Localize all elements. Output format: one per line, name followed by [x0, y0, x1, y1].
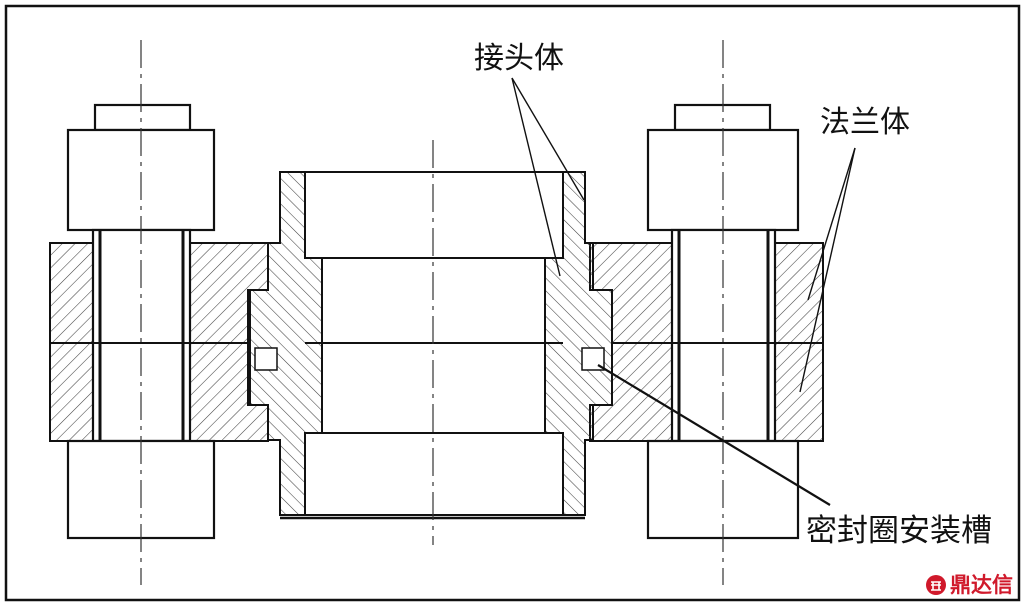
center-lines	[140, 40, 724, 585]
brand-seal-icon	[926, 575, 946, 595]
seal-groove-label: 密封圈安装槽	[806, 513, 992, 549]
brand-logo-text: 鼎达信	[950, 572, 1013, 597]
joint-body-label: 接头体	[474, 41, 564, 76]
brand-logo: 鼎达信	[925, 571, 1013, 599]
left-flange-plates	[49, 242, 269, 442]
leader-lines	[511, 77, 856, 506]
drawing-frame	[4, 4, 1021, 602]
flange-body-label: 法兰体	[820, 105, 910, 140]
joint-bore	[304, 171, 564, 516]
